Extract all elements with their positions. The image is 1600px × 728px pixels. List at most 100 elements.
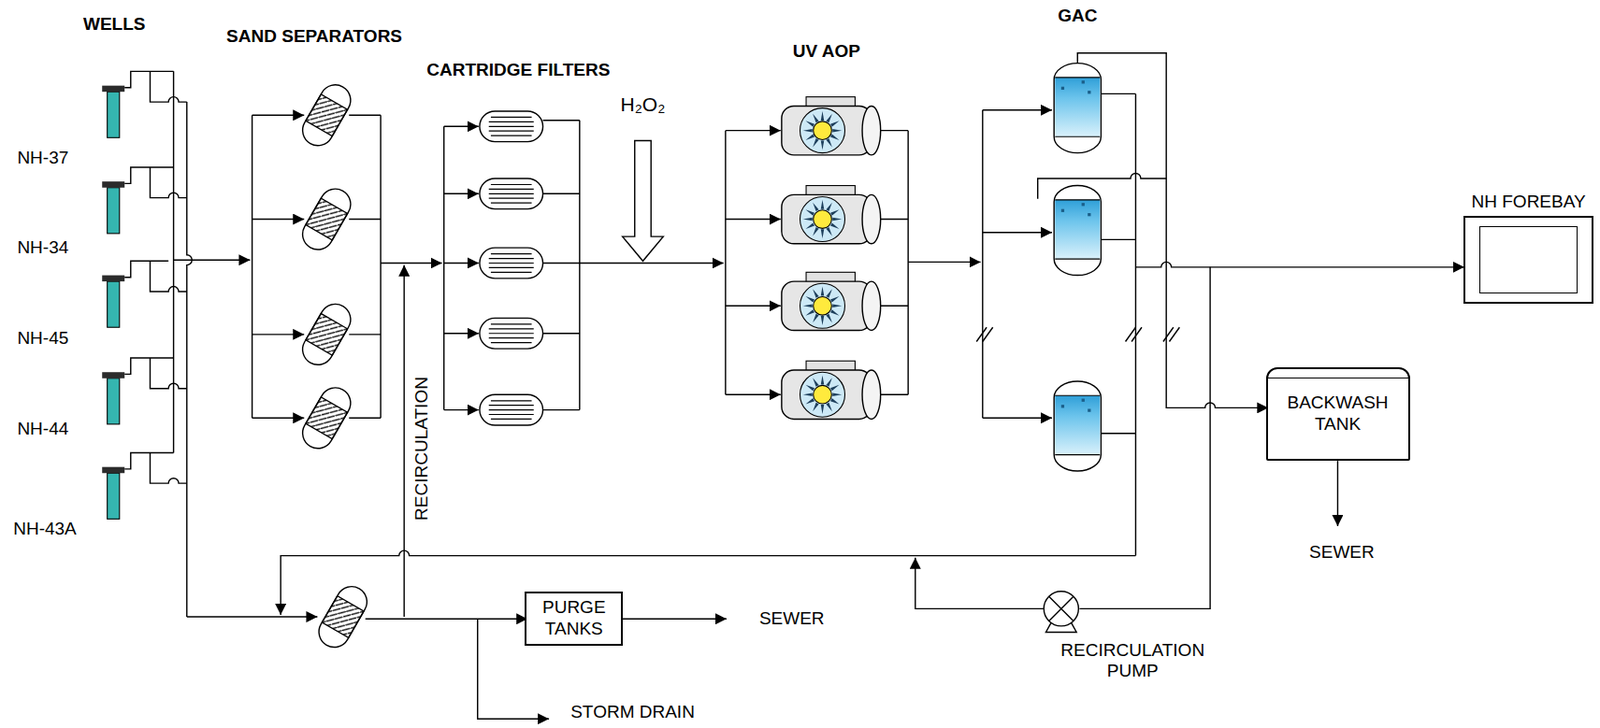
well-piping-part (172, 71, 174, 453)
purge-line-part (313, 581, 373, 654)
wells-part (101, 275, 125, 329)
well-name: NH-44 (15, 418, 70, 440)
forebay-inner-frame (1479, 226, 1579, 294)
sand-separators-part (251, 115, 253, 419)
node-heading: NH FOREBAY (1471, 191, 1586, 214)
dosing-arrow (622, 141, 664, 262)
uv-aop-reactors-part (781, 97, 881, 156)
uv-aop-reactors-part (725, 305, 781, 307)
gac-vessels-part (981, 110, 983, 419)
uv-aop-reactors-part (781, 186, 881, 245)
wells-part (101, 86, 125, 139)
gac-vessels-part (1037, 172, 1167, 199)
chemical-label: H₂O₂ (619, 93, 667, 116)
purge-line-part (618, 619, 727, 620)
well-piping-part (124, 358, 188, 390)
node-label: BACKWASH TANK (1268, 392, 1409, 436)
sand-separators-part (252, 418, 305, 419)
gac-vessels-part (982, 418, 1053, 419)
well-piping (124, 71, 318, 618)
well-piping-part (187, 616, 318, 618)
well-piping-part (173, 259, 251, 261)
gac-vessels (280, 53, 1465, 634)
well-piping-part (124, 452, 188, 484)
purge-line-part (365, 619, 528, 620)
gac-vessels-part (982, 231, 1053, 233)
gac-vessels-part (280, 550, 1136, 616)
sand-separators-part (297, 382, 357, 455)
uv-aop-reactors-part (724, 130, 726, 396)
well-piping-part (124, 71, 188, 102)
group-heading: CARTRIDGE FILTERS (425, 59, 611, 81)
cartridge-filters-part (444, 126, 479, 128)
gac-vessels-part (1135, 93, 1137, 556)
well-name: NH-37 (15, 147, 70, 169)
outlet-label: SEWER (758, 608, 826, 630)
well-piping-part (187, 101, 192, 618)
cartridge-filters (444, 111, 724, 426)
outlet-label: SEWER (1308, 543, 1376, 564)
tank-top-band (1268, 377, 1409, 379)
sand-separators-part (252, 333, 305, 335)
pump-symbol (1045, 596, 1077, 633)
cartridge-filters-part (444, 332, 479, 334)
cartridge-filters-part (444, 262, 479, 264)
uv-aop-reactors-part (781, 360, 881, 419)
uv-aop-reactors-part (725, 129, 781, 131)
cartridge-filters-part (543, 120, 580, 411)
group-heading: SAND SEPARATORS (225, 26, 404, 47)
outlet-label: STORM DRAIN (569, 702, 696, 723)
well-piping-part (124, 260, 188, 292)
well-name: NH-43A (12, 518, 78, 540)
gac-vessels-part (1053, 186, 1101, 276)
sand-separators-part (403, 265, 404, 618)
cartridge-filters-part (443, 126, 445, 410)
gac-vessels-part (982, 109, 1053, 111)
sand-separators-part (380, 262, 442, 264)
cartridge-filters-part (479, 394, 544, 426)
forebay-box: NH FOREBAY (1463, 216, 1595, 304)
group-heading: UV AOP (792, 41, 862, 62)
sand-separators-part (297, 298, 357, 371)
node-label: PURGE TANKS (526, 597, 621, 641)
equipment-label: RECIRCULATION PUMP (1052, 640, 1213, 682)
cartridge-filters-part (579, 262, 724, 264)
uv-aop-reactors (725, 97, 981, 420)
well-name: NH-45 (15, 328, 70, 349)
gac-vessels-part (1135, 261, 1464, 267)
cartridge-filters-part (479, 111, 544, 143)
gac-vessels-part (1053, 381, 1101, 472)
sand-separators-part (348, 115, 381, 419)
sand-separators-part (297, 183, 357, 256)
line-label: RECIRCULATION (411, 375, 433, 522)
sand-separators-part (252, 115, 305, 116)
cartridge-filters-part (479, 317, 544, 349)
sand-separators-part (297, 79, 357, 152)
cartridge-filters-part (479, 247, 544, 279)
well-piping-part (124, 167, 188, 199)
sand-separators (252, 79, 443, 618)
group-heading: GAC (1056, 6, 1098, 28)
gac-vessels-part (976, 327, 993, 342)
gac-vessels-part (1125, 327, 1142, 342)
wells (101, 86, 125, 520)
purge-line-part (1337, 461, 1339, 527)
well-name: NH-34 (15, 237, 70, 259)
gac-vessels-part (1079, 267, 1211, 609)
uv-aop-reactors-part (880, 130, 909, 396)
gac-vessels-part (1077, 53, 1269, 409)
uv-aop-reactors-part (781, 272, 881, 331)
uv-aop-reactors-part (725, 394, 781, 396)
sand-separators-part (252, 218, 305, 220)
backwash-tank-box: BACKWASH TANK (1266, 367, 1411, 462)
group-heading: WELLS (82, 14, 147, 35)
gac-vessels-part (1053, 63, 1101, 154)
purge-line (313, 461, 1338, 720)
cartridge-filters-part (444, 409, 479, 411)
wells-part (101, 467, 125, 520)
gac-vessels-part (915, 558, 1044, 610)
wells-part (101, 181, 125, 234)
cartridge-filters-part (479, 178, 544, 210)
wells-part (101, 372, 125, 425)
